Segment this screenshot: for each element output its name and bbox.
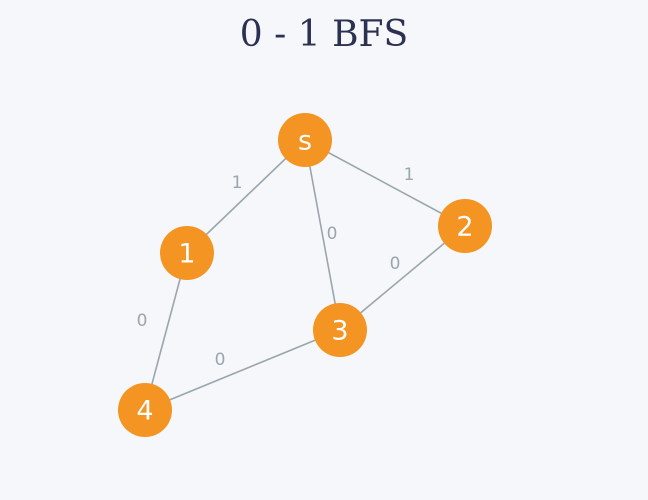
node-circle [118, 383, 172, 437]
node-label: s [298, 126, 312, 157]
node-label: 3 [331, 316, 348, 347]
edge-1-4 [144, 252, 188, 411]
node-circle [313, 303, 367, 357]
node-label: 2 [456, 212, 473, 243]
edge-weight-3-4: 0 [215, 350, 226, 370]
edge-weight-2-3: 0 [390, 254, 401, 274]
node-s: s [278, 113, 332, 167]
node-4: 4 [118, 383, 172, 437]
diagram-title: 0 - 1 BFS [239, 14, 409, 55]
edge-2-3 [339, 225, 466, 331]
edge-s-3 [304, 139, 341, 331]
node-circle [278, 113, 332, 167]
node-3: 3 [313, 303, 367, 357]
node-2: 2 [438, 199, 492, 253]
node-label: 4 [136, 396, 153, 427]
edge-weight-1-4: 0 [137, 311, 148, 331]
edge-weight-s-1: 1 [232, 173, 243, 193]
edge-s-2 [304, 139, 466, 227]
edge-3-4 [144, 329, 341, 411]
edge-s-1 [186, 139, 306, 254]
node-circle [160, 226, 214, 280]
node-circle [438, 199, 492, 253]
node-label: 1 [178, 239, 195, 270]
node-1: 1 [160, 226, 214, 280]
edge-weight-s-2: 1 [404, 165, 415, 185]
edge-weight-s-3: 0 [327, 224, 338, 244]
